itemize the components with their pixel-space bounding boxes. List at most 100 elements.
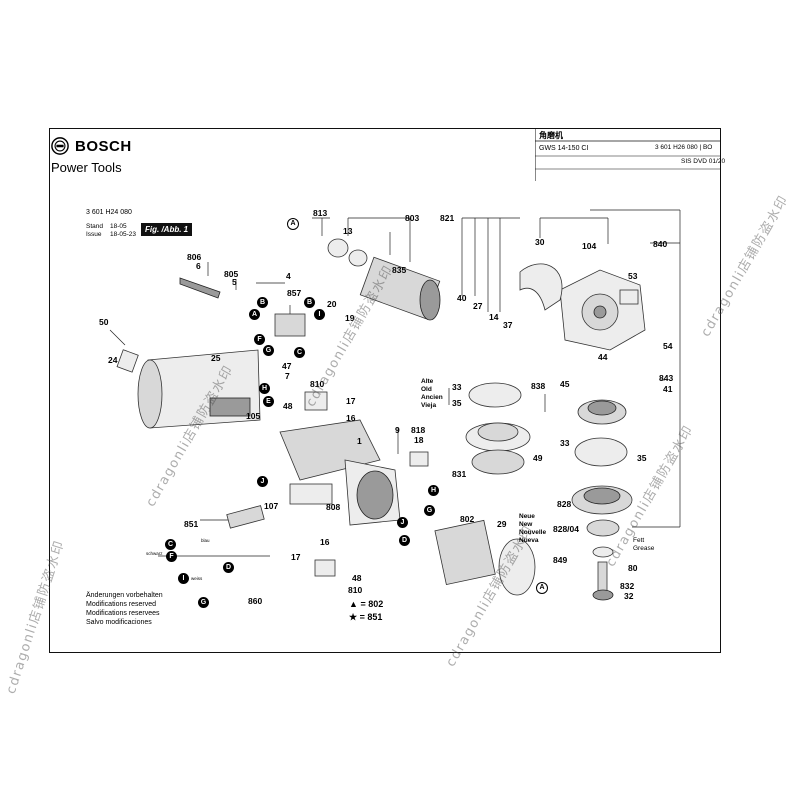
motor-housing	[137, 349, 261, 429]
title-block-lines	[535, 128, 721, 181]
source-info: SIS DVD 01/20	[681, 158, 726, 165]
changes-note: Änderungen vorbehalten Modifications res…	[86, 591, 163, 627]
flange-old	[465, 382, 531, 475]
changes-note-de: Änderungen vorbehalten	[86, 592, 163, 599]
triangle-icon: ▲	[349, 599, 358, 609]
changes-note-en: Modifications reserved	[86, 601, 157, 608]
part-16: 16	[346, 413, 356, 423]
changes-note-es: Salvo modificaciones	[86, 619, 152, 626]
marker-g: G	[263, 345, 274, 356]
part-54: 54	[663, 341, 673, 351]
marker-h-2: H	[428, 485, 439, 496]
part-851: 851	[184, 519, 199, 529]
part-828: 828	[557, 499, 572, 509]
part-838: 838	[531, 381, 546, 391]
marker-b-2: B	[304, 297, 315, 308]
changes-note-fr: Modifications reservees	[86, 610, 160, 617]
part-810-b: 810	[348, 585, 363, 595]
stator	[279, 419, 401, 526]
marker-e: E	[263, 396, 274, 407]
part-40: 40	[457, 293, 467, 303]
part-843: 843	[659, 373, 674, 383]
part-9: 9	[395, 425, 400, 435]
part-802: 802	[460, 514, 475, 524]
grease-labels: Fett Grease	[633, 537, 654, 553]
grease-label-de: Fett	[633, 537, 645, 544]
brand-name: BOSCH	[75, 138, 132, 155]
part-828-04: 828/04	[553, 524, 579, 534]
part-50: 50	[99, 317, 109, 327]
part-35-old: 35	[452, 398, 462, 408]
old-label-de: Alte	[421, 378, 434, 385]
part-80: 80	[628, 563, 638, 573]
part-16-b: 16	[320, 537, 330, 547]
part-35-new: 35	[637, 453, 647, 463]
old-label-fr: Ancien	[421, 394, 443, 401]
part-832: 832	[620, 581, 635, 591]
part-30: 30	[535, 237, 545, 247]
part-104: 104	[582, 241, 597, 251]
brand-subtitle: Power Tools	[51, 160, 122, 175]
part-19: 19	[345, 313, 355, 323]
part-831: 831	[452, 469, 467, 479]
star-icon: ★	[349, 612, 358, 622]
guard-tr	[519, 263, 563, 311]
part-6: 6	[196, 261, 201, 271]
marker-a-2: A	[249, 309, 260, 320]
part-5: 5	[232, 277, 237, 287]
part-818: 818	[411, 425, 426, 435]
part-33-old: 33	[452, 382, 462, 392]
grease-label-en: Grease	[633, 545, 655, 552]
part-14: 14	[489, 312, 499, 322]
part-37: 37	[503, 320, 513, 330]
part-835: 835	[392, 265, 407, 275]
issue-label: Issue	[86, 231, 102, 238]
figure-tag: Fig. /Abb. 1	[141, 223, 193, 236]
part-53: 53	[628, 271, 638, 281]
part-857: 857	[287, 288, 302, 298]
part-41: 41	[663, 384, 673, 394]
part-17-b: 17	[291, 552, 301, 562]
part-805: 805	[224, 269, 239, 279]
marker-j-2: J	[397, 517, 408, 528]
marker-h: H	[259, 383, 270, 394]
armature	[327, 238, 441, 321]
part-840: 840	[653, 239, 668, 249]
part-number: 3 601 H26 080 | BO	[655, 144, 713, 151]
old-labels: Alte Old Ancien Vieja	[421, 378, 451, 410]
bevel-gear	[577, 399, 627, 425]
new-label-fr: Nouvelle	[519, 529, 547, 536]
part-17: 17	[346, 396, 356, 406]
part-107: 107	[264, 501, 279, 511]
old-label-es: Vieja	[421, 402, 437, 409]
new-label-de: Neue	[519, 513, 535, 520]
marker-j: J	[257, 476, 268, 487]
part-849: 849	[553, 555, 568, 565]
part-4: 4	[286, 271, 291, 281]
legend-item-802: ▲ = 802	[349, 599, 384, 609]
marker-i: I	[314, 309, 325, 320]
marker-g-3: G	[198, 597, 209, 608]
wire-color-white: weiss	[191, 576, 203, 581]
new-label-en: New	[519, 521, 533, 528]
old-label-en: Old	[421, 386, 432, 393]
product-name-cn: 角磨机	[539, 131, 563, 140]
part-49: 49	[533, 453, 543, 463]
part-808: 808	[326, 502, 341, 512]
marker-f-2: F	[166, 551, 177, 562]
part-18: 18	[414, 435, 424, 445]
part-810: 810	[310, 379, 325, 389]
leader-lines	[109, 209, 681, 557]
wire-color-blue: blau	[201, 538, 210, 543]
part-813: 813	[313, 208, 328, 218]
issue-value: 18-05-23	[110, 231, 137, 238]
stand-value: 18-05	[110, 223, 127, 230]
legend-item-851: ★ = 851	[349, 612, 383, 622]
part-29: 29	[497, 519, 507, 529]
marker-a-3: A	[536, 582, 548, 594]
document-number: 3 601 H24 080	[86, 209, 132, 216]
part-806: 806	[187, 252, 202, 262]
marker-g-2: G	[424, 505, 435, 516]
part-1: 1	[357, 436, 362, 446]
part-803: 803	[405, 213, 420, 223]
